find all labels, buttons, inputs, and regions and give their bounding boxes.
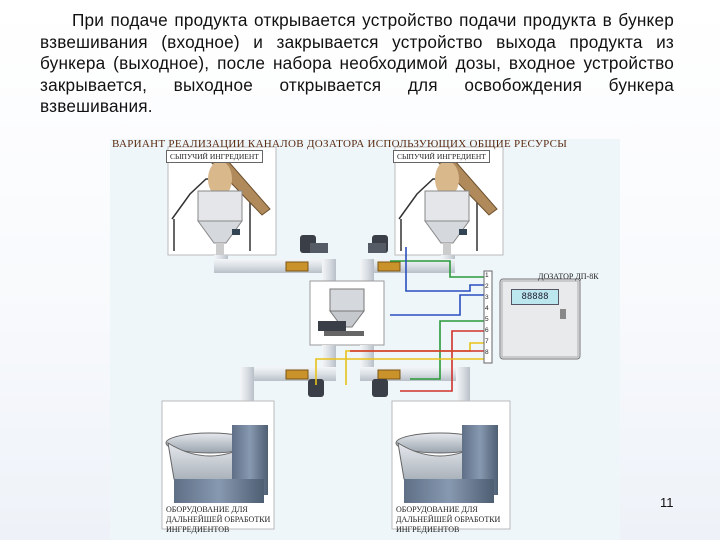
mixer-left-label-line-3: ИНГРЕДИЕНТОВ xyxy=(166,525,230,534)
terminal-3: 3 xyxy=(485,294,489,301)
controller-title: ДОЗАТОР ДП-8К xyxy=(538,272,599,281)
diagram-title: ВАРИАНТ РЕАЛИЗАЦИИ КАНАЛОВ ДОЗАТОРА ИСПО… xyxy=(112,139,568,150)
terminal-6: 6 xyxy=(485,327,489,334)
terminal-7: 7 xyxy=(485,338,489,345)
description-paragraph: При подаче продукта открывается устройст… xyxy=(40,10,674,116)
terminal-strip xyxy=(483,270,493,364)
mixer-right-label-line-1: ОБОРУДОВАНИЕ ДЛЯ xyxy=(396,505,478,514)
silo-right xyxy=(394,146,504,256)
dosing-diagram: ВАРИАНТ РЕАЛИЗАЦИИ КАНАЛОВ ДОЗАТОРА ИСПО… xyxy=(110,139,620,540)
mixer-right xyxy=(391,400,511,530)
diagram-graphic xyxy=(161,146,581,530)
terminal-1: 1 xyxy=(485,272,489,279)
mixer-left xyxy=(161,400,275,530)
terminal-2: 2 xyxy=(485,283,489,290)
mixer-left-label-line-1: ОБОРУДОВАНИЕ ДЛЯ xyxy=(166,505,248,514)
silo-left xyxy=(167,146,277,256)
signal-wires xyxy=(315,247,484,392)
lower-pipes xyxy=(240,345,470,413)
mixer-right-label: ОБОРУДОВАНИЕ ДЛЯ ДАЛЬНЕЙШЕЙ ОБРАБОТКИ ИН… xyxy=(396,505,500,535)
terminal-4: 4 xyxy=(485,305,489,312)
weighing-hopper xyxy=(309,280,385,346)
upper-valves xyxy=(285,235,401,272)
silo-left-label: СЫПУЧИЙ ИНГРЕДИЕНТ xyxy=(166,150,263,163)
mixer-left-label-line-2: ДАЛЬНЕЙШЕЙ ОБРАБОТКИ xyxy=(166,515,271,524)
silo-right-label: СЫПУЧИЙ ИНГРЕДИЕНТ xyxy=(393,150,490,163)
page-number: 11 xyxy=(660,495,674,510)
controller-display: 88888 xyxy=(511,289,559,305)
mixer-right-label-line-2: ДАЛЬНЕЙШЕЙ ОБРАБОТКИ xyxy=(396,515,501,524)
terminal-8: 8 xyxy=(485,349,489,356)
terminal-5: 5 xyxy=(485,316,489,323)
mixer-left-label: ОБОРУДОВАНИЕ ДЛЯ ДАЛЬНЕЙШЕЙ ОБРАБОТКИ ИН… xyxy=(166,505,270,535)
mixer-right-label-line-3: ИНГРЕДИЕНТОВ xyxy=(396,525,460,534)
